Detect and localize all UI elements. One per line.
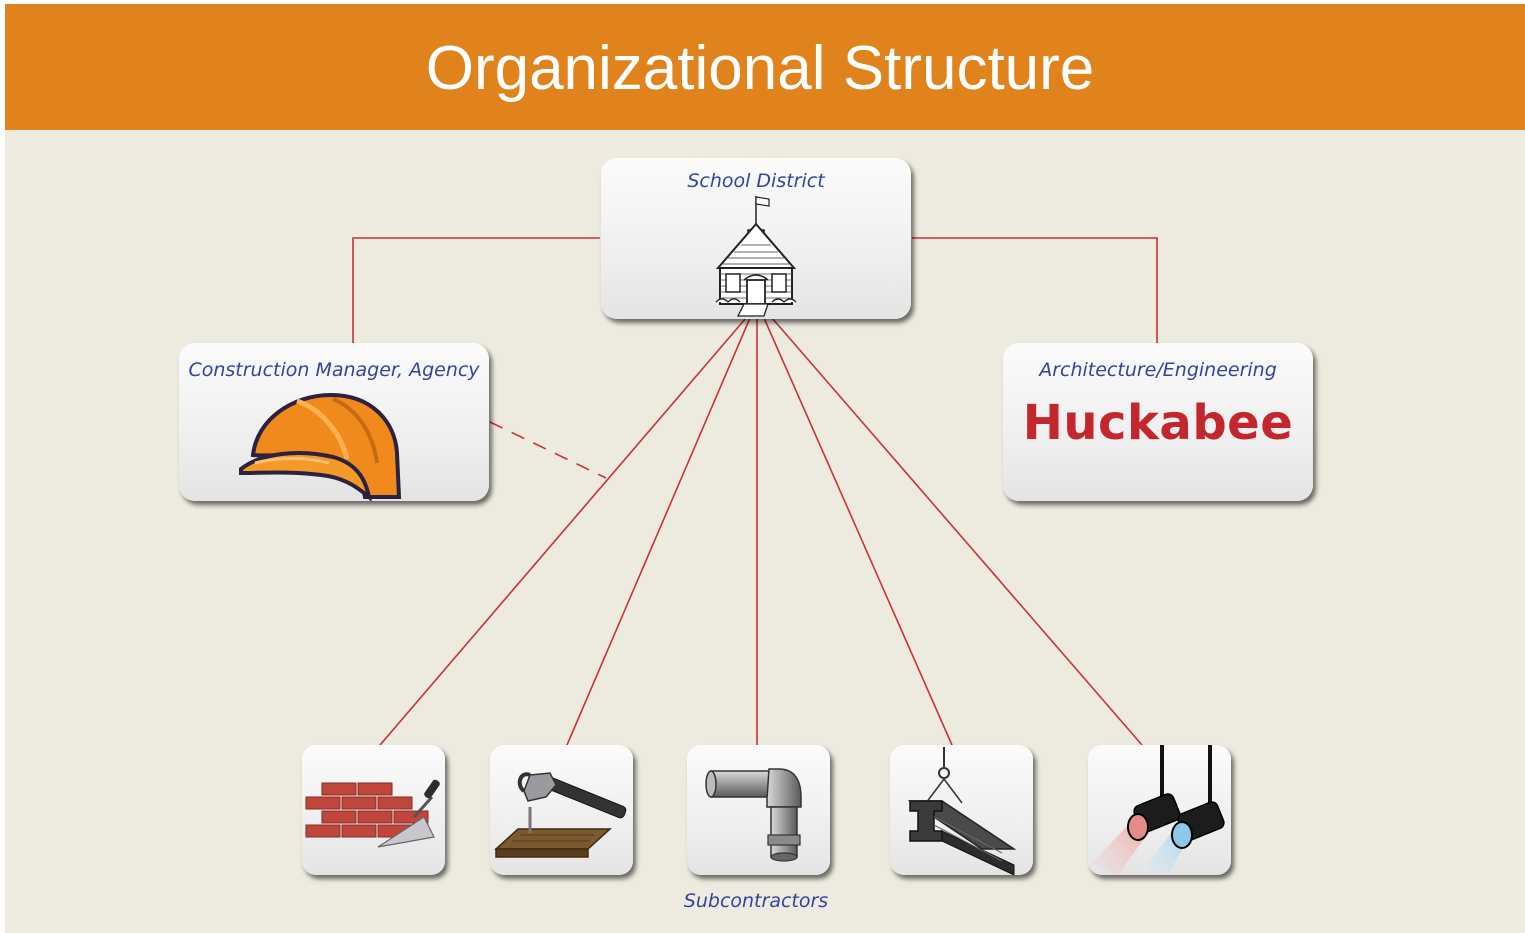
line-to-sub-carpentry xyxy=(566,317,751,746)
subcontractor-lighting-card xyxy=(1088,745,1231,875)
line-to-sub-lighting xyxy=(771,317,1143,746)
line-district-to-architect xyxy=(912,237,1158,343)
school-district-label: School District xyxy=(687,170,825,192)
construction-manager-card: Construction Manager, Agency xyxy=(179,343,489,501)
subcontractor-plumbing-card xyxy=(687,745,830,875)
schoolhouse-icon xyxy=(715,196,797,317)
pipe-elbow-icon xyxy=(705,768,802,862)
dashed-line-cm-to-subs xyxy=(489,421,607,479)
construction-manager-label: Construction Manager, Agency xyxy=(188,359,480,381)
line-to-sub-masonry xyxy=(379,317,747,746)
line-district-to-cm xyxy=(352,237,600,343)
brick-trowel-icon xyxy=(305,779,440,848)
hammer-wood-icon xyxy=(494,772,627,858)
steel-beam-icon xyxy=(907,747,1017,875)
architecture-label: Architecture/Engineering xyxy=(1039,359,1277,381)
hard-hat-icon xyxy=(239,393,402,501)
subcontractor-steel-card xyxy=(890,745,1033,875)
subcontractor-masonry-card xyxy=(302,745,445,875)
subcontractor-carpentry-card xyxy=(490,745,633,875)
huckabee-logo: Huckabee xyxy=(1022,395,1294,451)
title-bar: Organizational Structure xyxy=(5,4,1525,130)
school-district-card: School District xyxy=(601,158,911,319)
subcontractors-label: Subcontractors xyxy=(683,890,829,912)
architecture-card: Architecture/Engineering Huckabee xyxy=(1003,343,1313,501)
page-title: Organizational Structure xyxy=(425,34,1095,103)
stage-lights-icon xyxy=(1092,745,1225,875)
line-to-sub-steel xyxy=(763,317,953,746)
